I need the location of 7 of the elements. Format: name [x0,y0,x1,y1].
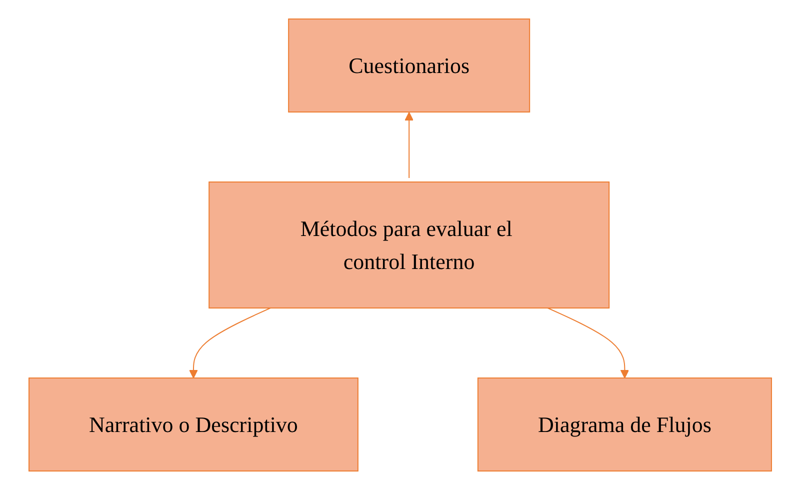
arrow [188,308,271,378]
node-box: Cuestionarios [288,18,530,112]
node-box: Diagrama de Flujos [477,378,772,472]
arrow [546,308,629,378]
node-box: Métodos para evaluar el control Interno [208,182,610,308]
node-box: Narrativo o Descriptivo [28,378,358,472]
arrow [404,112,414,178]
